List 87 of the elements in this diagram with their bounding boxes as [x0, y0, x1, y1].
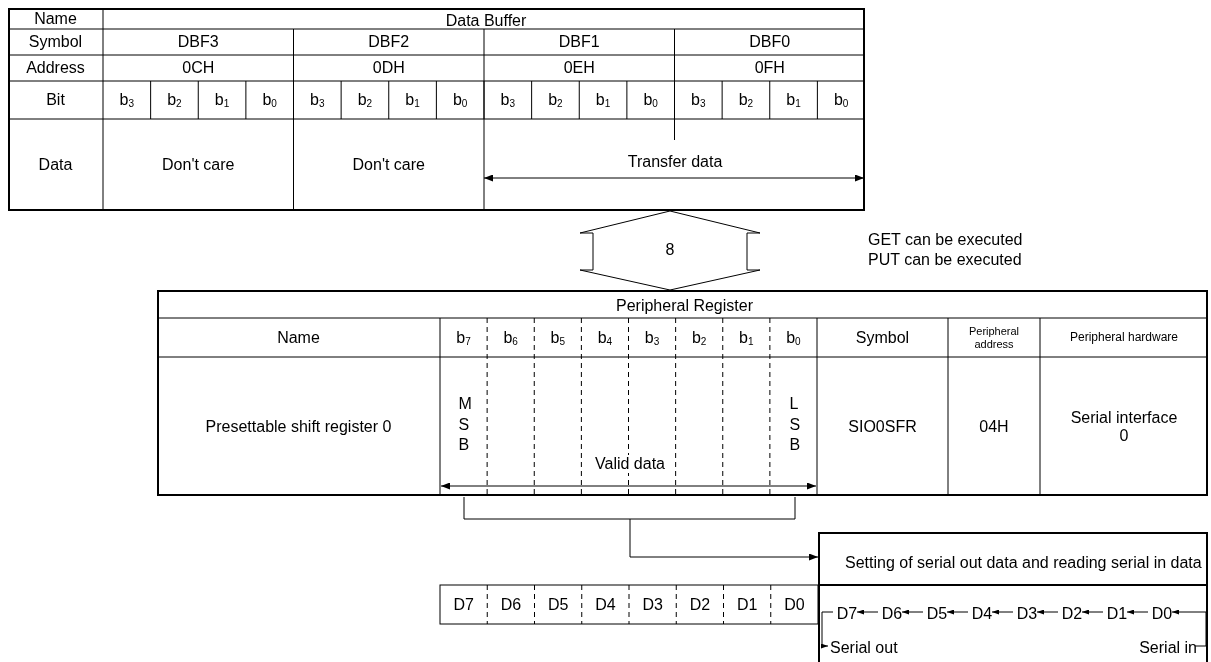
port-label: Serial out — [830, 638, 920, 658]
bit-label: b$_{0}$ — [262, 91, 277, 109]
dimension-label: Valid data — [595, 455, 665, 473]
row-header: Data — [38, 156, 73, 174]
bit-label: b$_{0}$ — [643, 91, 658, 109]
note: PUT can be executed — [868, 251, 1022, 269]
cell-value: DBF2 — [368, 33, 410, 51]
cell-value: Presettable shift register 0 — [205, 417, 392, 436]
bit-label: D1 — [736, 595, 758, 614]
column-header: Symbol — [855, 328, 910, 347]
edge-label: 8 — [665, 241, 675, 259]
bit-label: b$_{3}$ — [644, 328, 660, 347]
cell-value: Serial interface 0 — [1069, 408, 1179, 445]
row-header: Address — [26, 59, 85, 77]
bit-label: D0 — [1150, 604, 1174, 624]
bit-label: b$_{2}$ — [357, 91, 373, 109]
bit-label: b$_{4}$ — [597, 328, 613, 347]
cell-value: DBF1 — [558, 33, 600, 51]
bit-label: D7 — [835, 604, 859, 624]
bit-label: D5 — [547, 595, 569, 614]
arrow — [1036, 609, 1059, 615]
arrow — [856, 609, 879, 615]
bit-label: D5 — [925, 604, 949, 624]
bit-label: D6 — [500, 595, 522, 614]
cell-value: 0CH — [182, 59, 215, 77]
bit-label: b$_{3}$ — [691, 91, 706, 109]
arrow — [821, 611, 834, 649]
cell-value: Don't care — [162, 156, 235, 174]
arrow — [1081, 609, 1104, 615]
bit-label: b$_{0}$ — [833, 91, 849, 109]
row-header: Symbol — [28, 33, 83, 51]
arrow — [1171, 609, 1207, 647]
bit-label: D4 — [595, 595, 616, 614]
bit-label: b$_{6}$ — [503, 328, 518, 347]
arrow — [901, 609, 924, 615]
cell-value: 04H — [979, 417, 1009, 436]
register-table — [157, 290, 1208, 496]
bit-label: b$_{0}$ — [786, 328, 801, 347]
bit-label: D7 — [453, 595, 474, 614]
arrow — [1126, 609, 1149, 615]
bus-arrow — [579, 210, 761, 291]
bit-label: b$_{1}$ — [786, 91, 801, 109]
row-header: Name — [34, 9, 77, 28]
bit-marker: LSB — [789, 393, 799, 456]
bit-label: b$_{2}$ — [548, 91, 563, 109]
bit-label: b$_{1}$ — [214, 91, 230, 109]
bit-label: b$_{1}$ — [595, 91, 611, 109]
arrow — [991, 609, 1014, 615]
port-label: Serial in — [1112, 638, 1197, 658]
bit-label: b$_{2}$ — [738, 91, 754, 109]
bit-label: b$_{5}$ — [550, 328, 566, 347]
bit-label: b$_{0}$ — [452, 91, 468, 109]
cell-value: DBF3 — [177, 33, 219, 51]
bit-label: D3 — [1015, 604, 1039, 624]
bit-label: D2 — [689, 595, 711, 614]
note: GET can be executed — [868, 231, 1023, 249]
bit-label: b$_{3}$ — [119, 91, 135, 109]
bit-label: D0 — [784, 595, 805, 614]
bit-label: D3 — [642, 595, 663, 614]
column-header: Peripheral hardware — [1069, 330, 1179, 345]
cell-value: 0EH — [563, 59, 595, 77]
bit-label: D6 — [880, 604, 904, 624]
bit-label: b$_{7}$ — [456, 328, 471, 347]
buffer-table — [8, 8, 865, 211]
column-header: Peripheral address — [967, 325, 1021, 350]
cell-value: Don't care — [352, 156, 425, 174]
bit-label: b$_{2}$ — [691, 328, 707, 347]
serial-data-panel — [818, 532, 1208, 662]
cell-value: DBF0 — [749, 33, 791, 51]
bit-label: b$_{1}$ — [739, 328, 754, 347]
bit-label: b$_{1}$ — [405, 91, 420, 109]
arrow — [463, 496, 819, 561]
arrow — [946, 609, 969, 615]
row-header: Bit — [46, 91, 65, 109]
bit-label: b$_{2}$ — [167, 91, 182, 109]
cell-value: 0DH — [372, 59, 405, 77]
cell-value: SIO0SFR — [848, 417, 917, 436]
column-header: Name — [277, 328, 320, 347]
bit-label: b$_{3}$ — [500, 91, 516, 109]
bit-label: D2 — [1060, 604, 1084, 624]
heading: Peripheral Register — [615, 296, 754, 317]
bit-label: b$_{3}$ — [310, 91, 325, 109]
heading: Data Buffer — [444, 10, 528, 31]
heading: Setting of serial out data and reading serial in data — [845, 553, 1203, 574]
bit-label: D4 — [970, 604, 994, 624]
cell-value: 0FH — [754, 59, 785, 77]
bit-label: D1 — [1105, 604, 1129, 624]
